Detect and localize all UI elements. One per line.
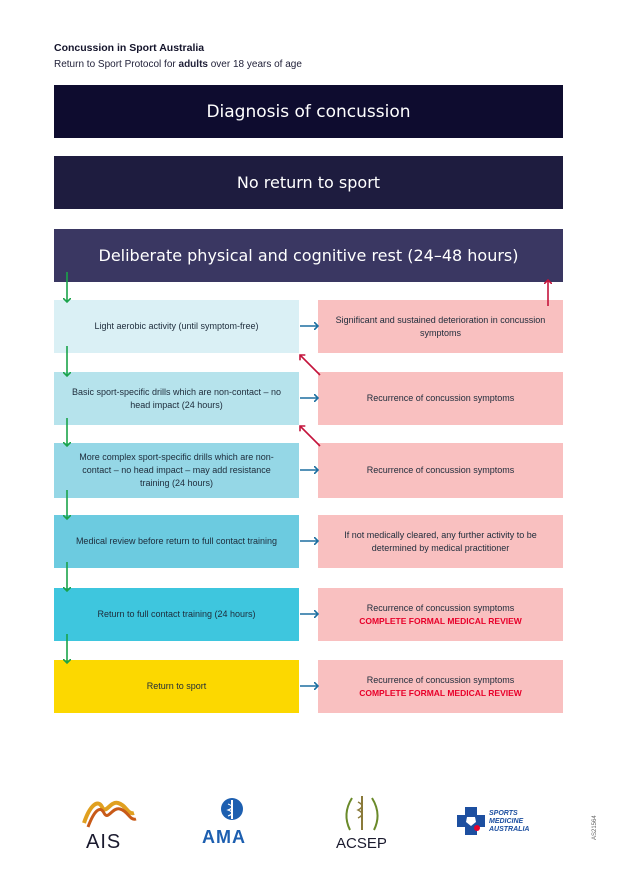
stage-4-box: Medical review before return to full con… bbox=[54, 515, 299, 568]
stage-3-box: More complex sport-specific drills which… bbox=[54, 443, 299, 498]
outcome-2-text: Recurrence of concussion symptoms bbox=[366, 393, 515, 403]
no-return-band: No return to sport bbox=[54, 156, 563, 209]
stage-6-label: Return to sport bbox=[146, 681, 207, 691]
page-subtitle: Return to Sport Protocol for adults over… bbox=[54, 59, 302, 70]
outcome-5-text: Recurrence of concussion symptoms bbox=[366, 602, 515, 613]
page-title: Concussion in Sport Australia bbox=[54, 42, 205, 54]
diagnosis-band: Diagnosis of concussion bbox=[54, 85, 563, 138]
outcome-4-text: If not medically cleared, any further ac… bbox=[344, 529, 537, 553]
stage-5-label: Return to full contact training (24 hour… bbox=[97, 609, 256, 619]
stage-5-box: Return to full contact training (24 hour… bbox=[54, 588, 299, 641]
stage-4-label: Medical review before return to full con… bbox=[75, 536, 278, 546]
outcome-6-text: Recurrence of concussion symptoms bbox=[366, 674, 515, 685]
stage-2-label: Basic sport-specific drills which are no… bbox=[71, 386, 282, 410]
back-arrow-1 bbox=[300, 355, 321, 376]
stage-1-box: Light aerobic activity (until symptom-fr… bbox=[54, 300, 299, 353]
sma-logo: SPORTS MEDICINE AUSTRALIA bbox=[455, 805, 545, 845]
stage-3-label: More complex sport-specific drills which… bbox=[79, 452, 274, 488]
stage-2-box: Basic sport-specific drills which are no… bbox=[54, 372, 299, 425]
outcome-1-box: Significant and sustained deterioration … bbox=[318, 300, 563, 353]
outcome-4-box: If not medically cleared, any further ac… bbox=[318, 515, 563, 568]
rest-band: Deliberate physical and cognitive rest (… bbox=[54, 229, 563, 282]
ama-logo: AMA bbox=[200, 795, 265, 855]
sma-cross-icon bbox=[457, 807, 485, 835]
ais-emblem-icon bbox=[82, 800, 137, 828]
outcome-5-content: Recurrence of concussion symptoms COMPLE… bbox=[359, 602, 522, 628]
acsep-emblem-icon bbox=[345, 796, 379, 831]
outcome-5-box: Recurrence of concussion symptoms COMPLE… bbox=[318, 588, 563, 641]
acsep-text: ACSEP bbox=[336, 835, 387, 852]
ama-emblem-icon bbox=[221, 798, 243, 820]
outcome-3-text: Recurrence of concussion symptoms bbox=[366, 465, 515, 475]
outcome-6-box: Recurrence of concussion symptoms COMPLE… bbox=[318, 660, 563, 713]
stage-6-box: Return to sport bbox=[54, 660, 299, 713]
outcome-1-text: Significant and sustained deterioration … bbox=[335, 314, 546, 338]
outcome-3-box: Recurrence of concussion symptoms bbox=[318, 443, 563, 498]
ais-text: AIS bbox=[86, 831, 122, 853]
acsep-logo: ACSEP bbox=[330, 790, 395, 855]
sma-text: SPORTS MEDICINE AUSTRALIA bbox=[489, 810, 530, 833]
outcome-6-content: Recurrence of concussion symptoms COMPLE… bbox=[359, 674, 522, 700]
ais-logo: AIS bbox=[80, 795, 140, 855]
back-arrow-2 bbox=[300, 426, 321, 447]
outcome-5-alert: COMPLETE FORMAL MEDICAL REVIEW bbox=[359, 615, 522, 626]
ama-text: AMA bbox=[202, 827, 246, 847]
outcome-6-alert: COMPLETE FORMAL MEDICAL REVIEW bbox=[359, 687, 522, 698]
outcome-2-box: Recurrence of concussion symptoms bbox=[318, 372, 563, 425]
stage-1-label: Light aerobic activity (until symptom-fr… bbox=[94, 321, 259, 331]
reference-code: AS21564 bbox=[592, 815, 598, 840]
